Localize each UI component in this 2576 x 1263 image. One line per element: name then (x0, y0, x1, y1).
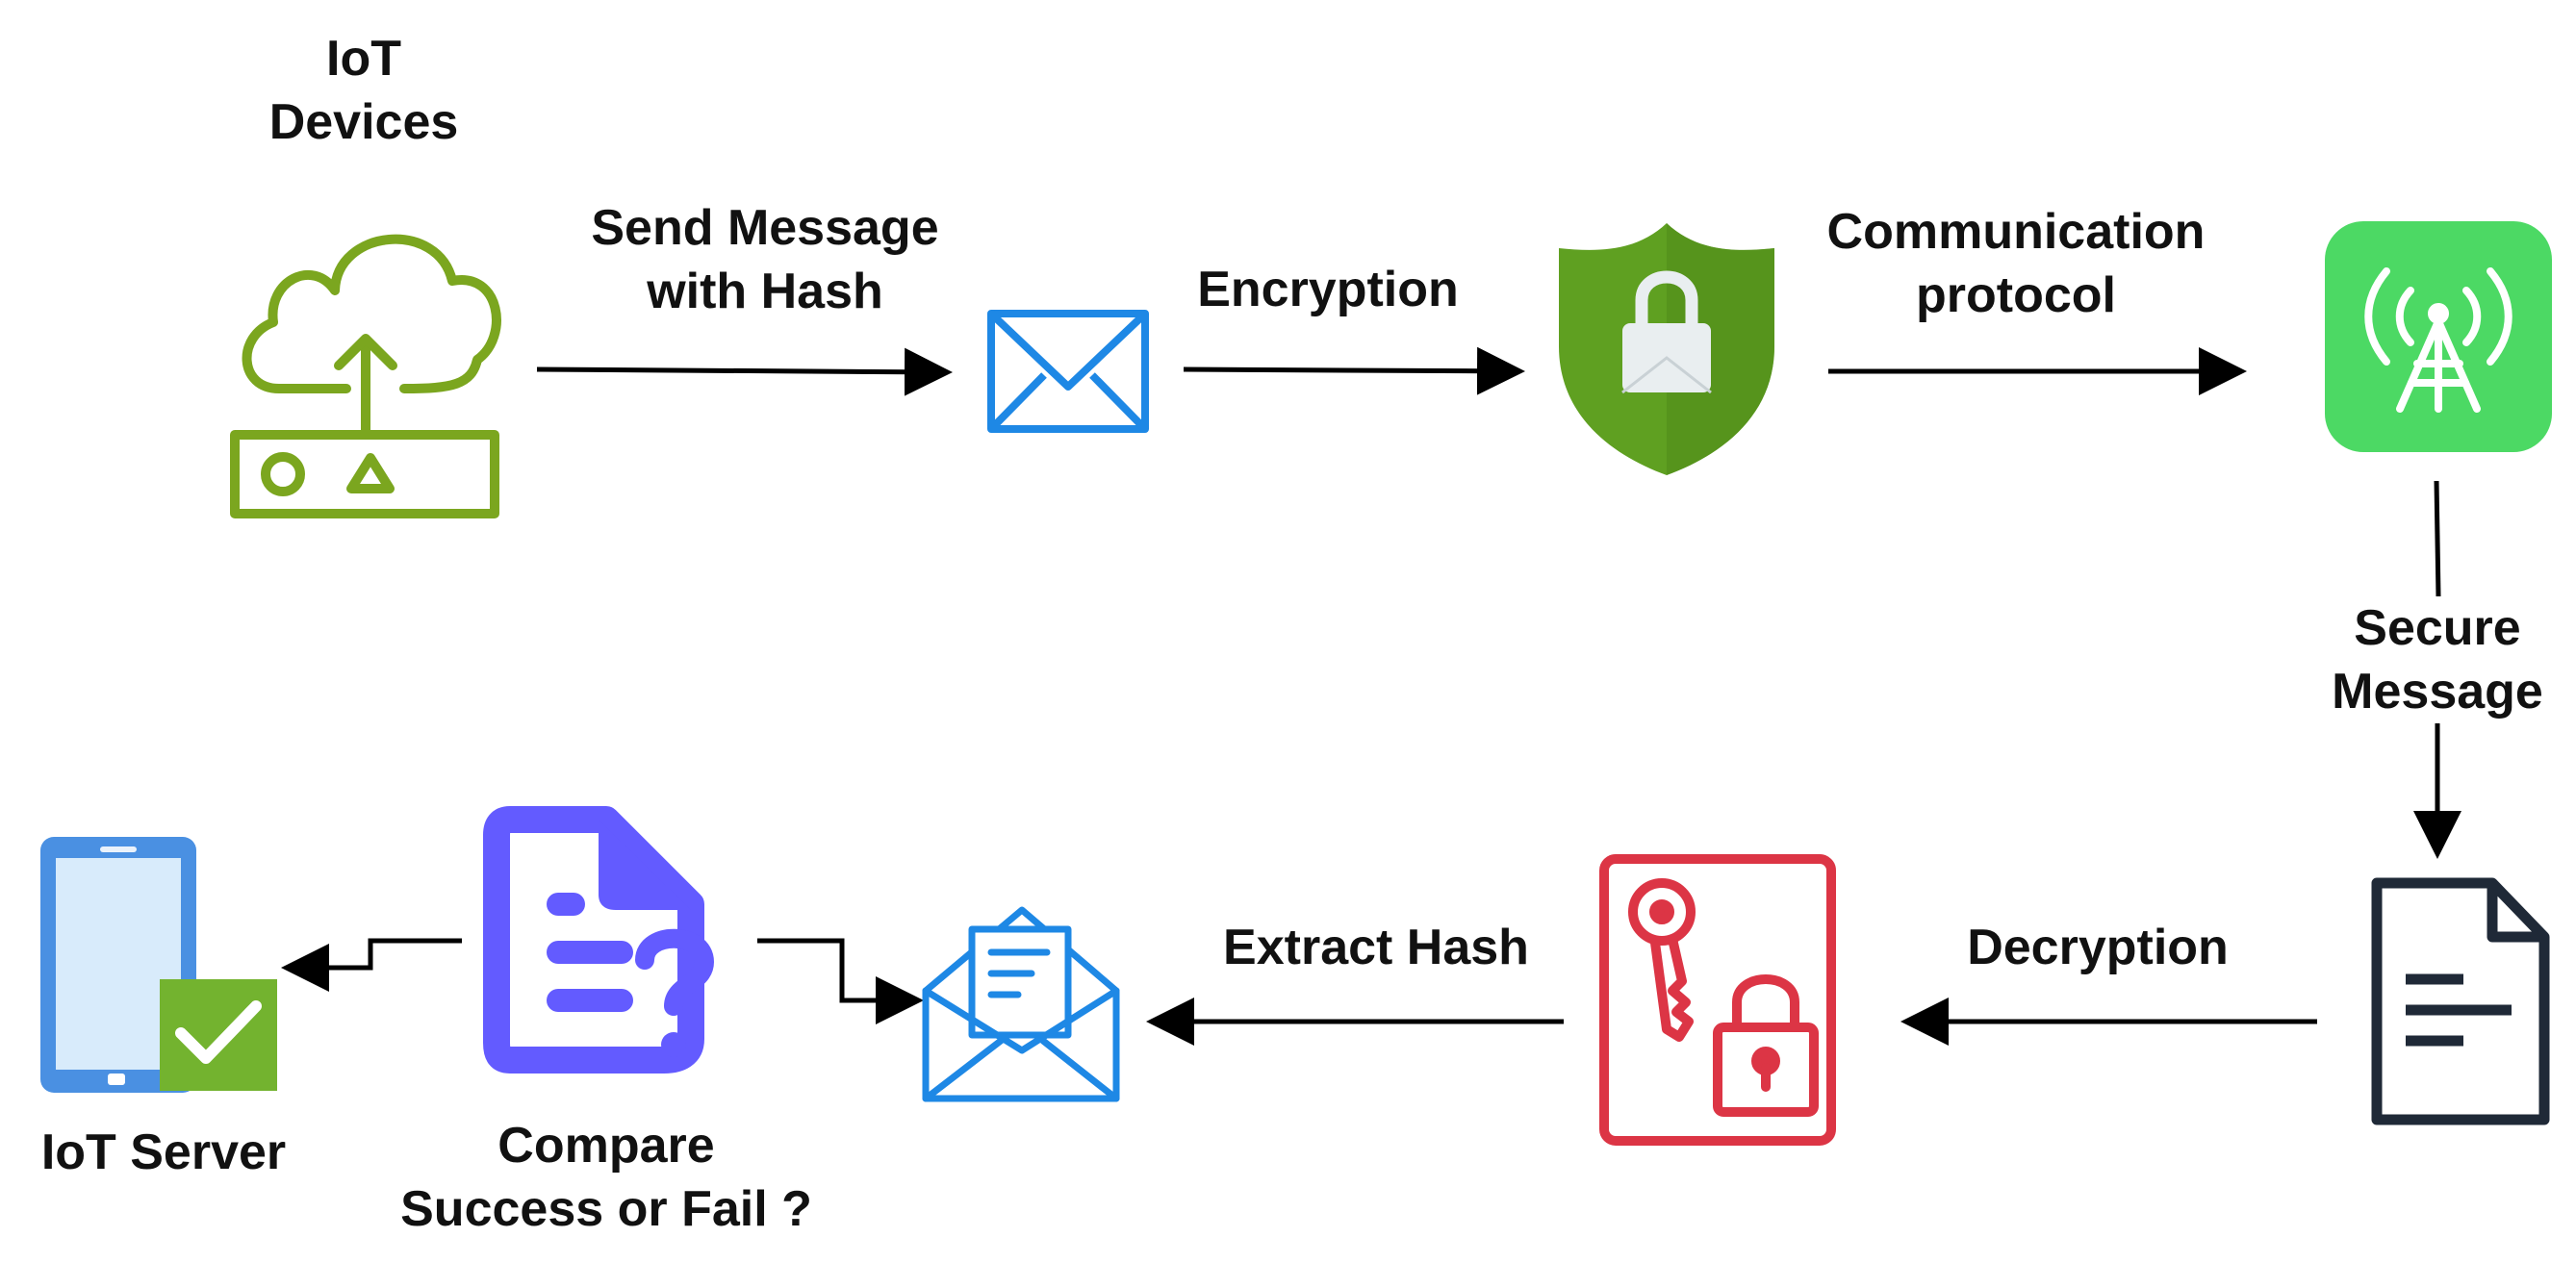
envelope-icon (987, 310, 1149, 433)
document-question-icon (483, 806, 715, 1074)
node-label-compare: Compare Success or Fail ? (400, 1118, 812, 1237)
key-lock-icon (1599, 854, 1836, 1146)
phone-check-icon (40, 837, 277, 1093)
edge-label-decryption: Decryption (1967, 920, 2229, 975)
cloud-upload-router-icon (230, 234, 501, 518)
antenna-tower-icon (2325, 221, 2552, 452)
edge-to-compare-arrow (757, 938, 924, 1024)
edge-label-communication-protocol: Communication protocol (1826, 204, 2206, 323)
open-envelope-letter-icon (922, 906, 1120, 1102)
edge-label-secure-message: Secure Message (2332, 600, 2543, 720)
edge-send-message-arrow (536, 347, 953, 396)
edge-secure-message-arrow-top (2434, 480, 2441, 597)
shield-lock-icon (1559, 223, 1774, 475)
edge-label-extract-hash: Extract Hash (1223, 920, 1529, 975)
node-label-iot-devices: IoT Devices (268, 31, 459, 150)
edge-encryption-arrow (1183, 346, 1525, 395)
edge-label-encryption: Encryption (1197, 262, 1459, 317)
edge-to-server-arrow (281, 938, 462, 992)
document-icon (2371, 877, 2550, 1125)
node-label-iot-server: IoT Server (40, 1124, 287, 1180)
edge-label-send-message: Send Message with Hash (591, 200, 939, 319)
